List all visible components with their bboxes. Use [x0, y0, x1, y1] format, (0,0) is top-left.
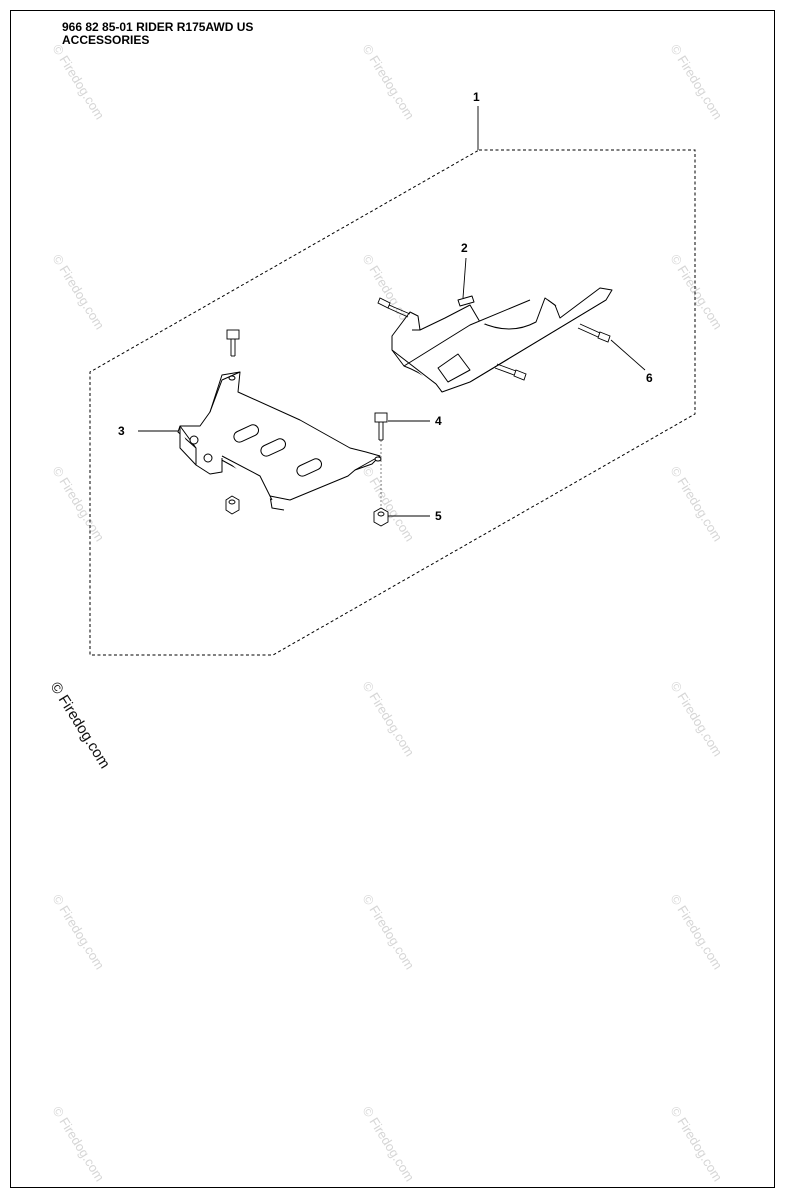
watermark-prominent: © Firedog.com [47, 679, 114, 772]
watermark: © Firedog.com [49, 252, 107, 332]
watermark: © Firedog.com [359, 679, 417, 759]
watermark: © Firedog.com [359, 464, 417, 544]
watermark: © Firedog.com [667, 42, 725, 122]
page-frame [10, 10, 775, 1188]
watermark: © Firedog.com [359, 42, 417, 122]
bracket-screw [494, 363, 527, 381]
callout-5: 5 [435, 509, 442, 523]
skid-nut [225, 495, 240, 515]
diagram-header: 966 82 85-01 RIDER R175AWD US ACCESSORIE… [62, 21, 253, 47]
callout-2: 2 [461, 241, 468, 255]
watermark: © Firedog.com [667, 679, 725, 759]
callout-6: 6 [646, 371, 653, 385]
skid-bolt [226, 329, 240, 357]
watermark: © Firedog.com [667, 464, 725, 544]
watermark: © Firedog.com [667, 1104, 725, 1184]
watermark: © Firedog.com [359, 1104, 417, 1184]
diagram-title: 966 82 85-01 RIDER R175AWD US [62, 20, 254, 34]
watermark-grid: © Firedog.com © Firedog.com © Firedog.co… [47, 42, 726, 1184]
watermark: © Firedog.com [667, 252, 725, 332]
watermark: © Firedog.com [49, 42, 107, 122]
watermark: © Firedog.com [49, 1104, 107, 1184]
watermark: © Firedog.com [667, 892, 725, 972]
callout-1: 1 [473, 90, 480, 104]
watermark: © Firedog.com [49, 464, 107, 544]
kit-boundary [89, 149, 696, 656]
callout-4: 4 [435, 414, 442, 428]
diagram-subtitle: ACCESSORIES [62, 33, 150, 47]
watermark: © Firedog.com [49, 892, 107, 972]
bolt-4 [374, 412, 388, 508]
callout-3: 3 [118, 424, 125, 438]
nut-5 [373, 507, 389, 527]
skid-plate [177, 371, 382, 511]
upper-bracket [391, 287, 613, 393]
screw-6 [577, 323, 611, 343]
bracket-screw [377, 297, 411, 318]
watermark: © Firedog.com [359, 892, 417, 972]
callout-labels: 1 2 3 4 5 6 [118, 90, 653, 523]
leader-lines [138, 106, 646, 517]
